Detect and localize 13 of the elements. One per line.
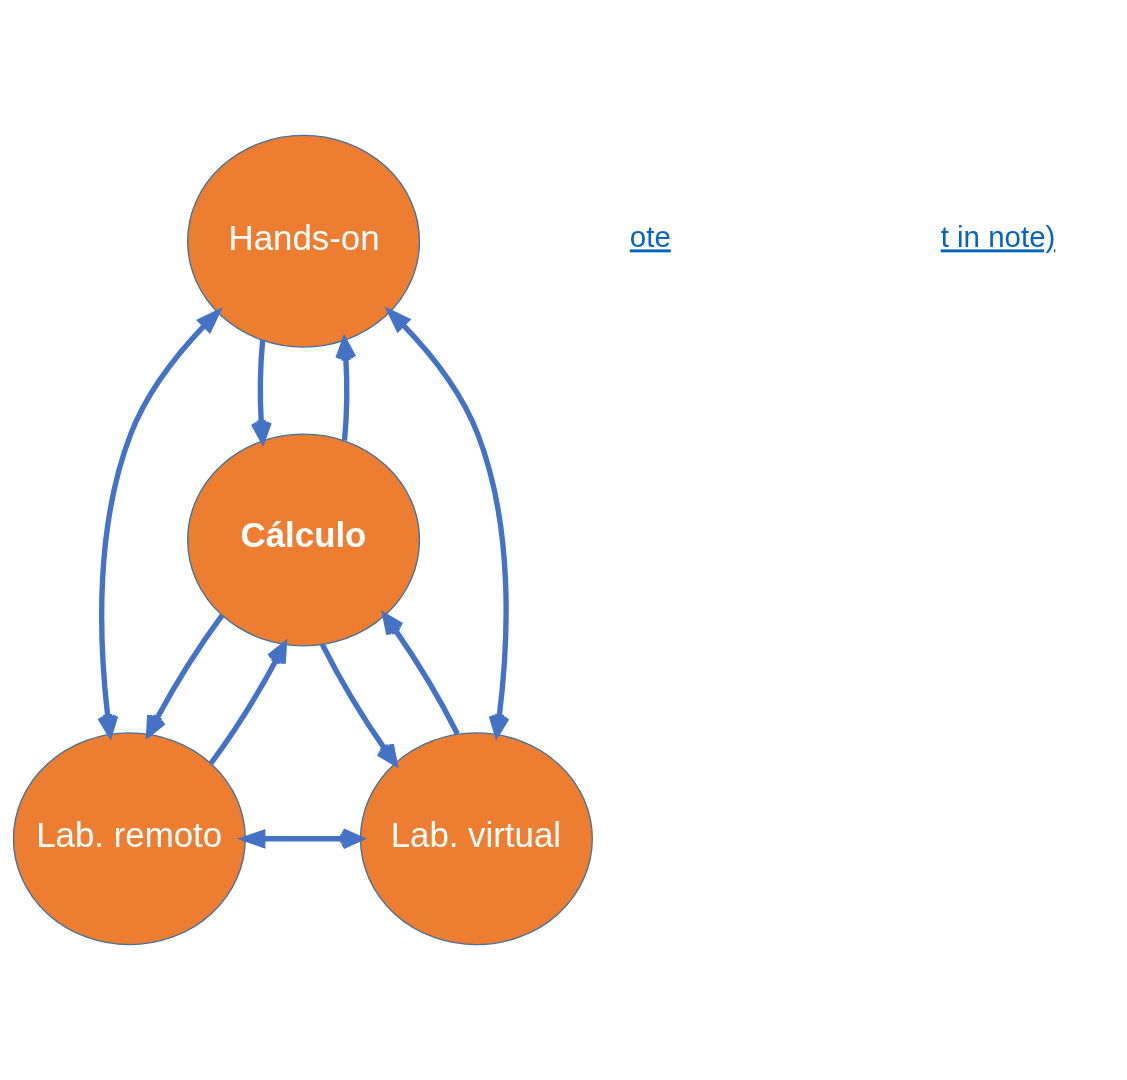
arrow: [237, 828, 364, 850]
arrow: [250, 340, 272, 444]
node-circle: Cálculo: [187, 433, 421, 647]
arrow: [320, 643, 398, 766]
label: t in note): [940, 220, 1056, 254]
node-circle: Lab. remoto: [12, 732, 246, 946]
arrow: [146, 613, 225, 737]
node-circle: Lab. virtual: [359, 732, 593, 946]
arrow: [382, 613, 460, 736]
label: ote: [629, 220, 671, 254]
node-circle: Hands-on: [187, 134, 421, 348]
arrow: [209, 641, 287, 765]
arrow: [335, 337, 357, 441]
